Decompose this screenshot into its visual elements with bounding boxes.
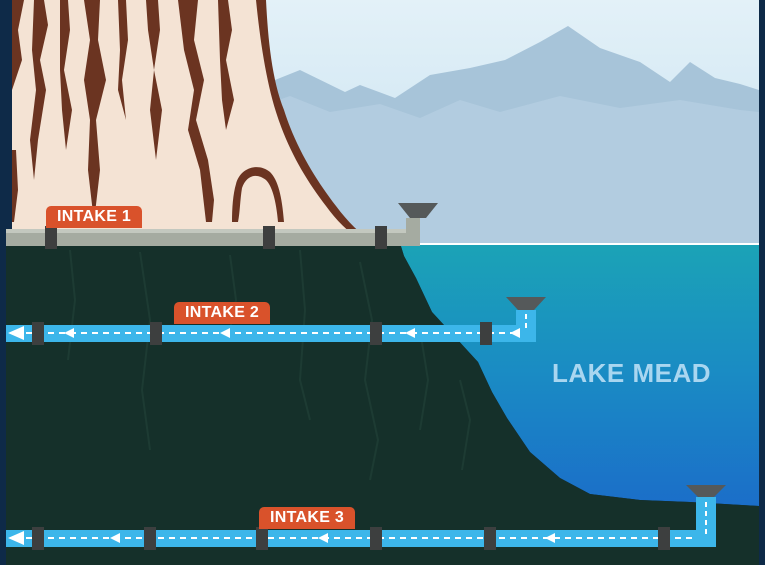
intake-1-label: INTAKE 1 — [46, 206, 143, 228]
pipe-joint — [45, 226, 57, 249]
flow-arrow-icon — [405, 328, 415, 338]
mountain-range-far — [250, 96, 759, 243]
intake-1-mouth — [398, 203, 438, 218]
pipe-joint — [484, 527, 496, 550]
flow-arrow-icon — [318, 533, 328, 543]
pipe-joint — [150, 322, 162, 345]
flow-arrow-icon — [220, 328, 230, 338]
intake-3-mouth — [686, 485, 726, 497]
lake-mead-label: LAKE MEAD — [552, 358, 712, 388]
bedrock-texture — [67, 249, 472, 481]
pipe-joint — [658, 527, 670, 550]
flow-arrow-icon — [64, 328, 74, 338]
pipe-joint — [263, 226, 275, 249]
pipe-joint — [32, 527, 44, 550]
flow-arrow-icon — [8, 531, 24, 545]
cliff-edge — [256, 0, 374, 243]
flow-arrow-icon — [545, 533, 555, 543]
frame-left-edge — [6, 0, 12, 243]
flow-arrow-icon — [8, 326, 24, 340]
pipe-joint — [375, 226, 387, 249]
pipe-joint — [370, 322, 382, 345]
intake-3-label: INTAKE 3 — [259, 507, 356, 529]
intake-3-pipe — [6, 485, 726, 550]
intake-2-mouth — [506, 297, 546, 310]
pipe-joint — [256, 527, 268, 550]
pipe-joint — [144, 527, 156, 550]
pipe-joint — [32, 322, 44, 345]
intake-2-pipe — [6, 297, 546, 345]
intake-2-label: INTAKE 2 — [174, 302, 271, 324]
flow-arrow-icon — [510, 328, 520, 338]
pipe-joint — [480, 322, 492, 345]
frame-right-edge — [759, 0, 765, 565]
lake-water — [400, 243, 759, 506]
intake-1-pipe — [6, 203, 438, 249]
pipe-joint — [370, 527, 382, 550]
flow-arrow-icon — [110, 533, 120, 543]
